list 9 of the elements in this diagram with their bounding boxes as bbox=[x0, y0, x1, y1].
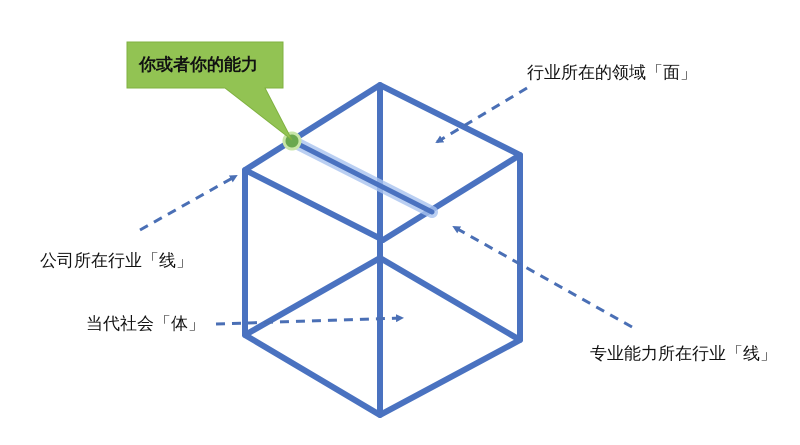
dashed-arrow bbox=[452, 226, 633, 328]
dashed-arrow bbox=[139, 174, 238, 232]
callout-text: 你或者你的能力 bbox=[139, 54, 258, 76]
callout-label: 行业所在的领域「面」 bbox=[527, 62, 697, 84]
callout-label: 公司所在行业「线」 bbox=[40, 250, 193, 272]
dashed-arrow bbox=[435, 86, 528, 144]
dashed-arrow bbox=[216, 314, 404, 326]
callout-label: 当代社会「体」 bbox=[86, 313, 205, 335]
callout-label: 专业能力所在行业「线」 bbox=[590, 343, 777, 365]
